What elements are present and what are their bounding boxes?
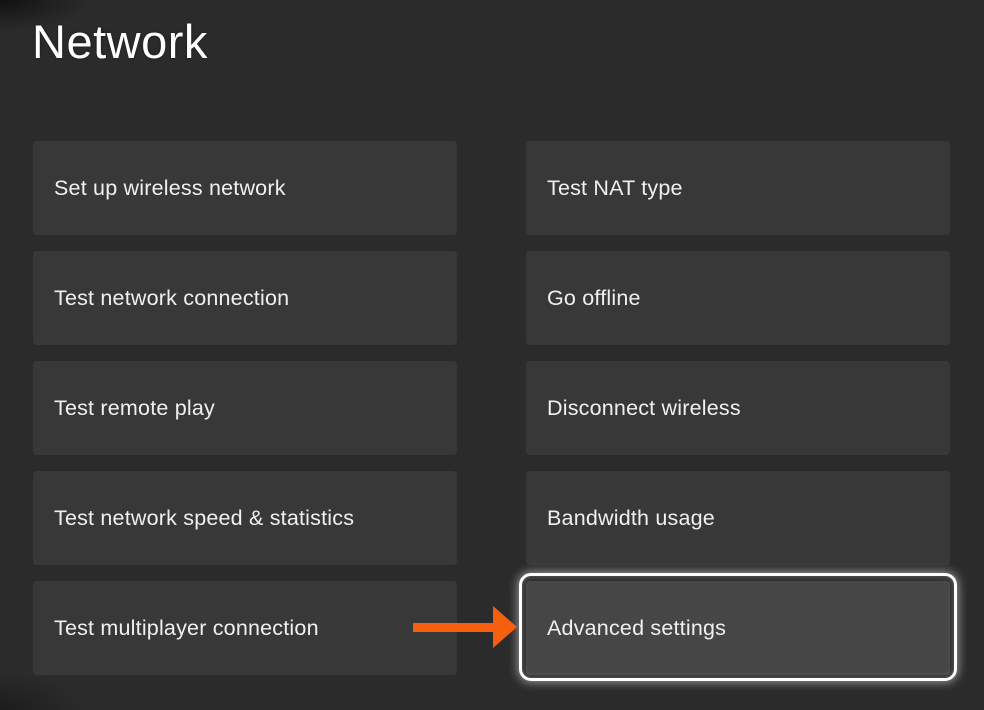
menu-button-test-remote-play[interactable]: Test remote play <box>33 361 457 455</box>
menu-button-go-offline[interactable]: Go offline <box>526 251 950 345</box>
menu-button-label: Test network speed & statistics <box>54 505 355 530</box>
arrow-right-icon <box>413 606 517 648</box>
arrow-head <box>493 606 517 648</box>
arrow-shaft <box>413 622 495 632</box>
menu-button-set-up-wireless-network[interactable]: Set up wireless network <box>33 141 457 235</box>
menu-button-label: Bandwidth usage <box>547 505 715 530</box>
menu-button-test-network-connection[interactable]: Test network connection <box>33 251 457 345</box>
menu-button-test-nat-type[interactable]: Test NAT type <box>526 141 950 235</box>
menu-button-test-multiplayer-connection[interactable]: Test multiplayer connection <box>33 581 457 675</box>
menu-button-label: Set up wireless network <box>54 175 286 200</box>
menu-button-label: Test multiplayer connection <box>54 615 319 640</box>
network-menu-grid: Set up wireless network Test network con… <box>33 141 957 681</box>
menu-button-advanced-settings[interactable]: Advanced settings <box>519 573 957 681</box>
page-title: Network <box>32 15 208 68</box>
menu-button-label: Test remote play <box>54 395 215 420</box>
menu-button-bandwidth-usage[interactable]: Bandwidth usage <box>526 471 950 565</box>
menu-button-label: Disconnect wireless <box>547 395 741 420</box>
menu-button-label: Go offline <box>547 285 641 310</box>
menu-button-label: Test network connection <box>54 285 290 310</box>
menu-button-test-network-speed-statistics[interactable]: Test network speed & statistics <box>33 471 457 565</box>
menu-button-disconnect-wireless[interactable]: Disconnect wireless <box>526 361 950 455</box>
menu-button-label: Advanced settings <box>547 615 727 640</box>
menu-button-label: Test NAT type <box>547 175 683 200</box>
